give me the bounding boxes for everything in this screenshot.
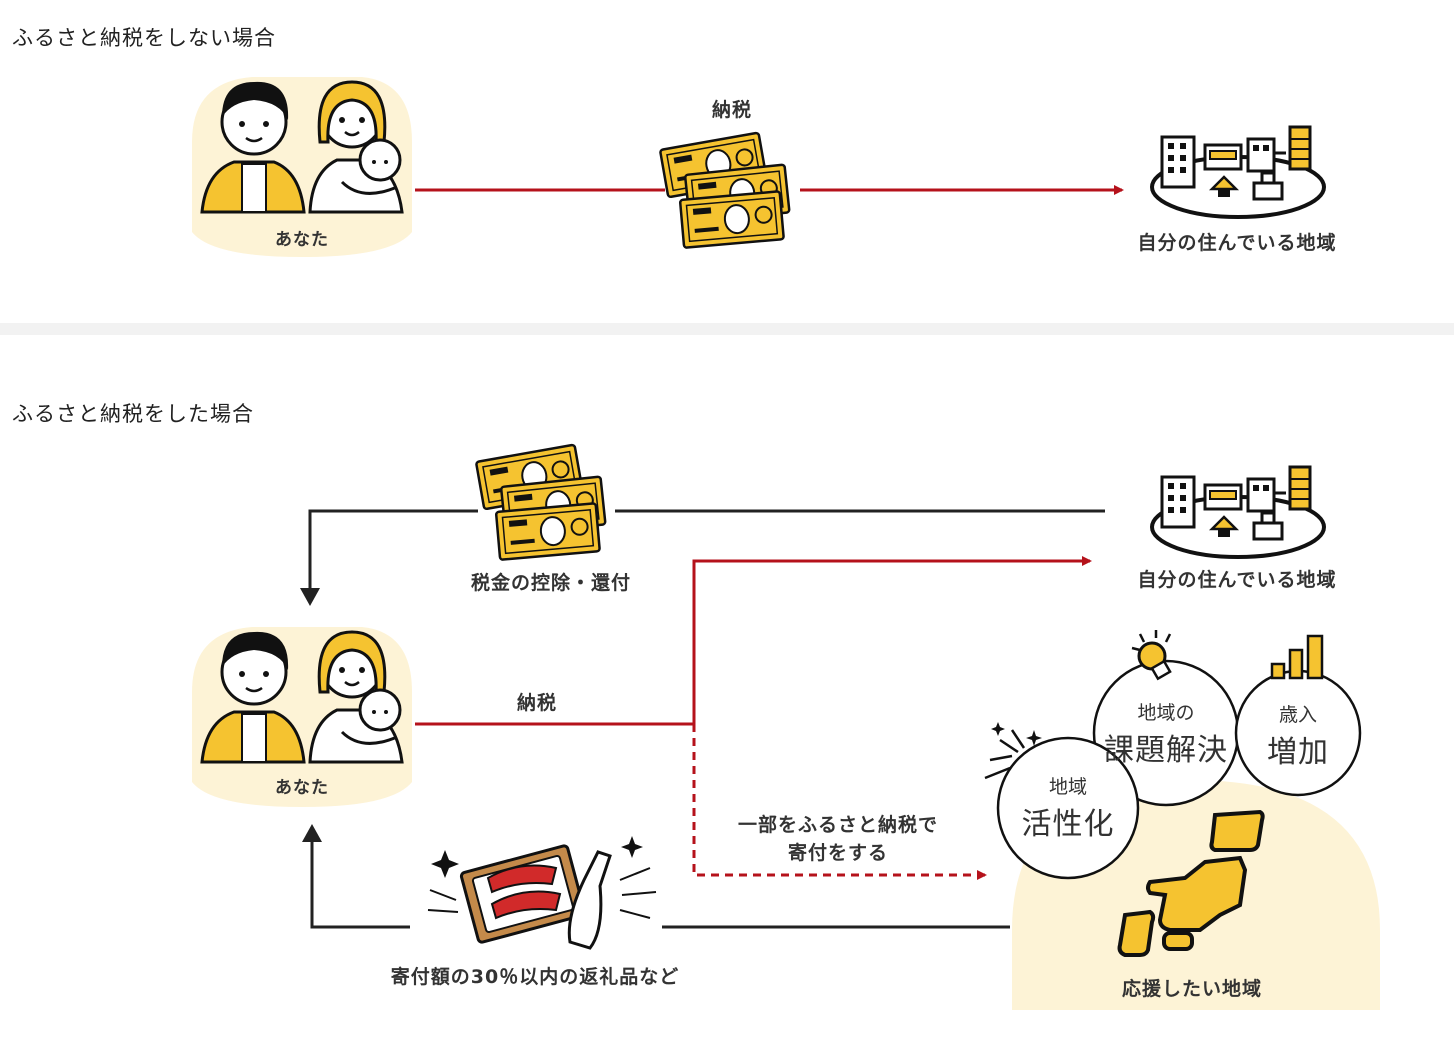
- lightbulb-icon: [1131, 630, 1172, 681]
- town-icon-1: [1150, 125, 1326, 219]
- bar-chart-icon: [1270, 634, 1324, 680]
- benefit-text-3: 地域 活性化: [1022, 772, 1115, 843]
- region-label-2: 自分の住んでいる地域: [1137, 569, 1337, 591]
- section-divider: [0, 323, 1454, 335]
- benefit-big-2: 増加: [1267, 735, 1329, 770]
- sparkle-icon: [984, 722, 1042, 780]
- benefit-circle-3: [996, 736, 1140, 880]
- japan-map-icon: [1117, 809, 1265, 957]
- gift-label: 寄付額の30％以内の返礼品など: [390, 966, 680, 988]
- benefit-small-2: 歳入: [1278, 704, 1317, 726]
- donate-label-line2: 寄付をする: [787, 842, 889, 864]
- you-label-2: あなた: [275, 778, 329, 798]
- section-title-with: ふるさと納税をした場合: [12, 402, 254, 426]
- you-label-1: あなた: [275, 230, 329, 250]
- town-icon-2: [1150, 465, 1326, 559]
- refund-label: 税金の控除・還付: [470, 572, 632, 594]
- donate-label-line1: 一部をふるさと納税で: [737, 814, 939, 836]
- banknotes-icon-2: [476, 445, 605, 560]
- benefit-small-1: 地域の: [1137, 702, 1195, 724]
- section-title-without: ふるさと納税をしない場合: [12, 26, 276, 50]
- tax-label-2: 納税: [516, 692, 558, 714]
- benefit-small-3: 地域: [1048, 776, 1087, 798]
- benefit-text-1: 地域の 課題解決: [1104, 698, 1228, 769]
- region-label-1: 自分の住んでいる地域: [1137, 232, 1337, 254]
- benefit-big-1: 課題解決: [1104, 733, 1228, 768]
- support-region-label: 応援したい地域: [1121, 978, 1263, 1000]
- benefit-big-3: 活性化: [1021, 807, 1115, 842]
- gift-icon: [427, 836, 657, 950]
- benefit-text-2: 歳入 増加: [1267, 700, 1329, 771]
- banknotes-icon-1: [660, 133, 789, 248]
- tax-label-1: 納税: [711, 99, 753, 121]
